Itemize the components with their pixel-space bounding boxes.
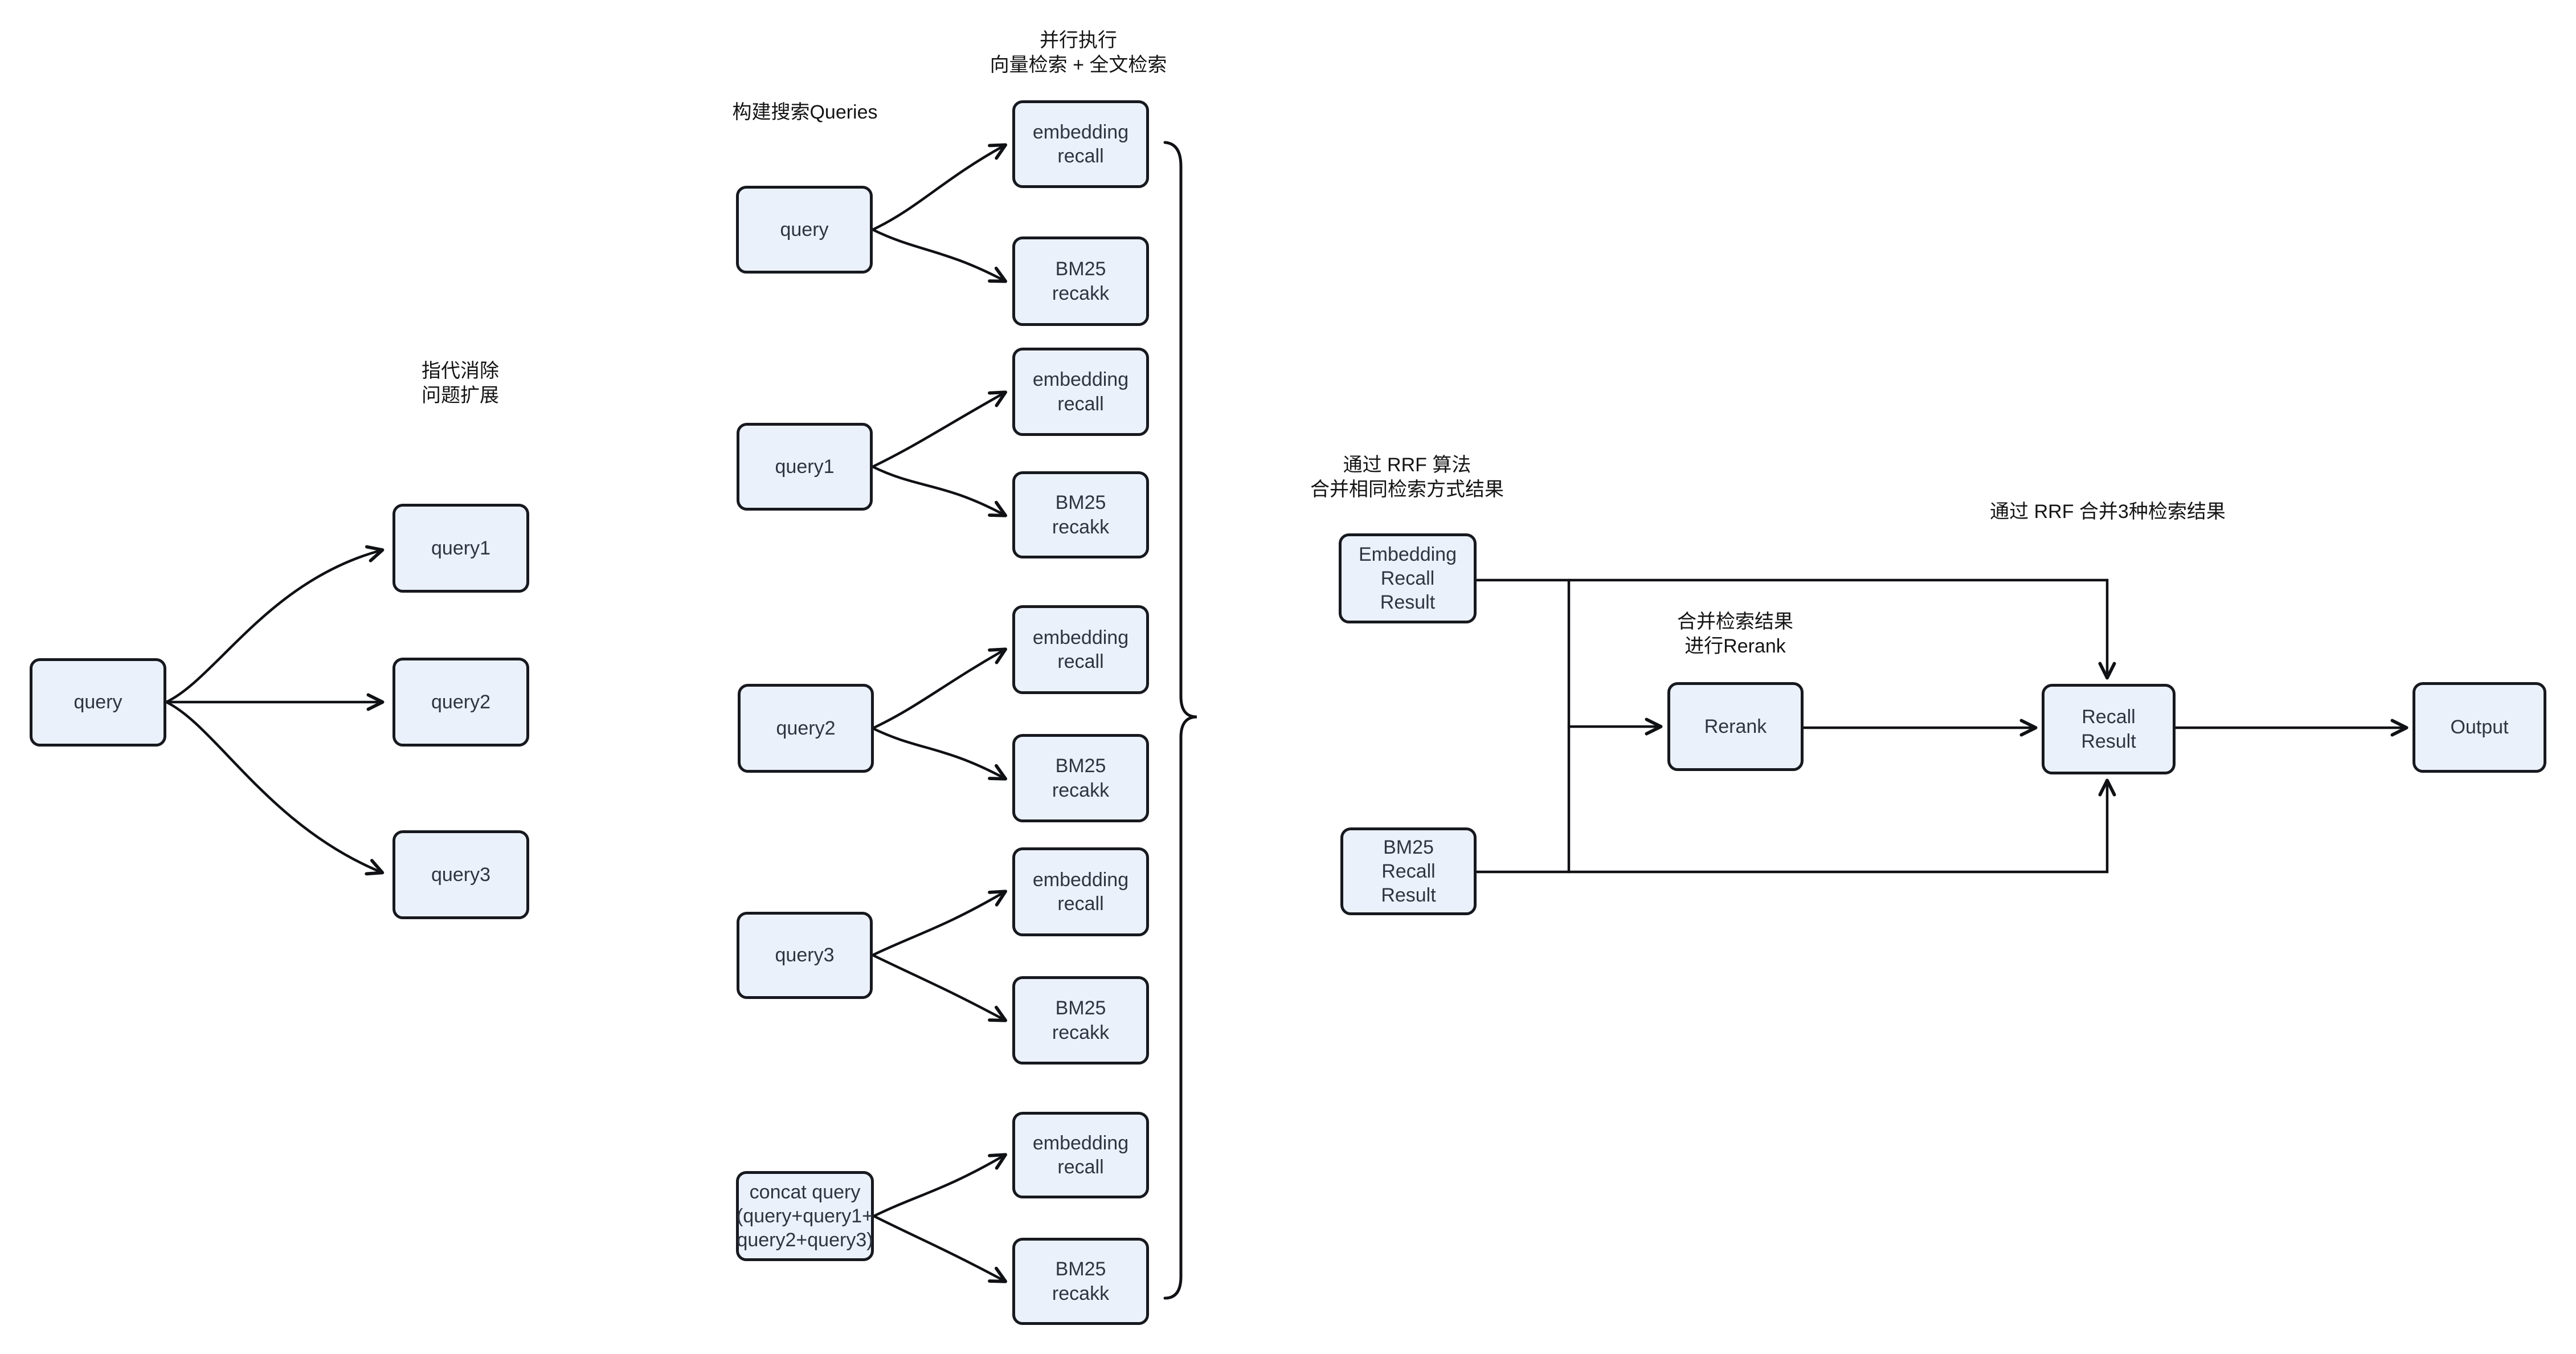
node-left-query2: query2	[392, 658, 529, 747]
node-rerank: Rerank	[1667, 682, 1804, 771]
edge-query-to-query1	[165, 545, 385, 704]
edge-bm25res-to-recallresult-bottom	[1475, 778, 2116, 874]
node-bm25-recall-2: BM25 recakk	[1012, 471, 1149, 558]
annotation-rrf-merge-same: 通过 RRF 算法 合并相同检索方式结果	[1310, 454, 1504, 500]
brace-right	[1163, 141, 1197, 1300]
node-left-query3: query3	[392, 830, 529, 919]
node-mid-query3: query3	[737, 912, 873, 999]
edge-concat-to-emb5	[872, 1153, 1007, 1218]
edge-concat-to-bm5	[872, 1214, 1008, 1283]
node-mid-query: query	[736, 186, 873, 274]
node-concat-query: concat query (query+query1+ query2+query…	[736, 1171, 874, 1261]
edge-midquery3-to-bm4	[871, 953, 1008, 1022]
node-left-query: query	[30, 658, 166, 747]
node-bm25-recall-4: BM25 recakk	[1012, 976, 1149, 1065]
edge-midquery-to-emb1	[871, 143, 1008, 231]
edge-midquery1-to-bm2	[871, 465, 1008, 517]
annotation-parallel-exec: 并行执行 向量检索 + 全文检索	[989, 30, 1167, 76]
edge-midquery-to-bm1	[871, 228, 1008, 283]
edge-midquery2-to-emb3	[871, 647, 1008, 730]
node-embedding-recall-4: embedding recall	[1012, 847, 1149, 936]
node-embedding-recall-5: embedding recall	[1012, 1112, 1149, 1198]
node-left-query1: query1	[392, 504, 529, 593]
annotation-rrf-merge-three: 通过 RRF 合并3种检索结果	[1990, 501, 2226, 523]
node-embedding-recall-1: embedding recall	[1012, 100, 1149, 188]
node-output: Output	[2413, 682, 2546, 773]
node-recall-result: Recall Result	[2042, 684, 2176, 774]
node-bm25-recall-1: BM25 recakk	[1012, 236, 1149, 326]
node-embedding-recall-result: Embedding Recall Result	[1339, 533, 1477, 623]
node-mid-query2: query2	[738, 684, 874, 773]
edge-midquery2-to-bm3	[871, 727, 1008, 781]
edge-midquery3-to-emb4	[871, 890, 1007, 957]
node-bm25-recall-5: BM25 recakk	[1012, 1238, 1149, 1325]
node-embedding-recall-2: embedding recall	[1012, 348, 1149, 436]
node-mid-query1: query1	[737, 423, 873, 511]
node-bm25-recall-result: BM25 Recall Result	[1340, 827, 1477, 915]
node-embedding-recall-3: embedding recall	[1012, 605, 1149, 694]
annotation-coreference-expansion: 指代消除 问题扩展	[422, 360, 499, 406]
node-bm25-recall-3: BM25 recakk	[1012, 734, 1149, 822]
edge-embres-to-recallresult-top	[1475, 578, 2116, 680]
annotation-merge-rerank: 合并检索结果 进行Rerank	[1677, 611, 1793, 657]
annotation-build-queries: 构建搜索Queries	[732, 101, 878, 123]
edge-query-to-query3	[165, 700, 385, 876]
edge-midquery1-to-emb2	[871, 390, 1008, 468]
